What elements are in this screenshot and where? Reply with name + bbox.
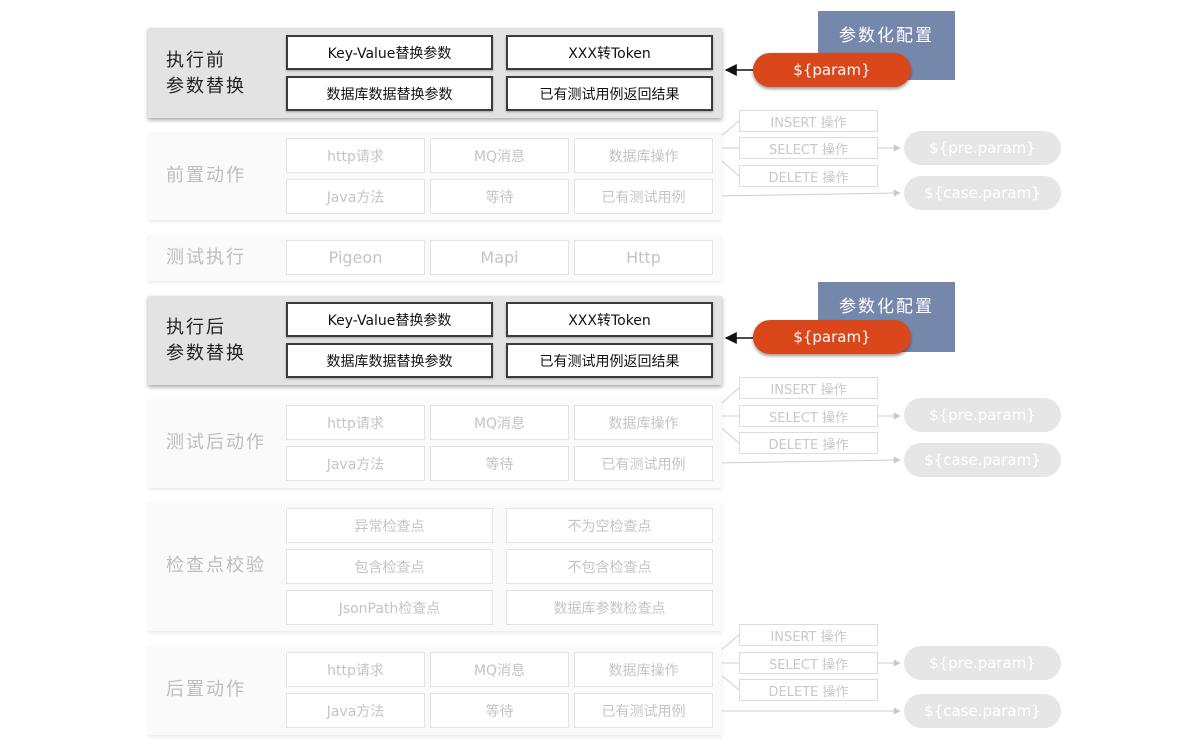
key-value-replace-cell[interactable]: Key-Value替换参数 [286,302,493,337]
wait-cell[interactable]: 等待 [430,446,569,481]
not-contains-checkpoint-cell[interactable]: 不包含检查点 [506,549,713,584]
section-pre-action: 前置动作 http请求 MQ消息 数据库操作 Java方法 等待 已有测试用例 [148,132,722,220]
delete-op-box[interactable]: DELETE 操作 [739,432,878,454]
mq-message-cell[interactable]: MQ消息 [430,652,569,687]
section-test-execution: 测试执行 Pigeon Mapi Http [148,234,722,281]
not-null-checkpoint-cell[interactable]: 不为空检查点 [506,508,713,543]
section-label: 前置动作 [166,165,246,186]
xxx-to-token-cell[interactable]: XXX转Token [506,35,713,70]
param-badge[interactable]: ${param} [753,320,911,354]
section-label: 执行后 参数替换 [166,317,246,364]
pre-param-pill: ${pre.param} [904,646,1061,680]
case-param-pill: ${case.param} [904,176,1061,210]
java-method-cell[interactable]: Java方法 [286,179,425,214]
section-label: 测试后动作 [166,432,266,453]
section-post-action: 后置动作 http请求 MQ消息 数据库操作 Java方法 等待 已有测试用例 [148,646,722,735]
pre-param-pill: ${pre.param} [904,398,1061,432]
insert-op-box[interactable]: INSERT 操作 [739,377,878,399]
wait-cell[interactable]: 等待 [430,179,569,214]
db-operation-cell[interactable]: 数据库操作 [574,405,713,440]
db-param-checkpoint-cell[interactable]: 数据库参数检查点 [506,590,713,625]
case-param-pill: ${case.param} [904,443,1061,477]
existing-case-cell[interactable]: 已有测试用例 [574,693,713,728]
param-badge[interactable]: ${param} [753,53,911,87]
jsonpath-checkpoint-cell[interactable]: JsonPath检查点 [286,590,493,625]
key-value-replace-cell[interactable]: Key-Value替换参数 [286,35,493,70]
http-cell[interactable]: Http [574,240,713,275]
section-label: 后置动作 [166,679,246,700]
section-pre-param-replace: 执行前 参数替换 Key-Value替换参数 XXX转Token 数据库数据替换… [148,28,722,118]
section-post-param-replace: 执行后 参数替换 Key-Value替换参数 XXX转Token 数据库数据替换… [148,296,722,385]
mq-message-cell[interactable]: MQ消息 [430,138,569,173]
param-config-title: 参数化配置 [839,297,934,317]
section-label: 执行前 参数替换 [166,50,246,97]
db-operation-cell[interactable]: 数据库操作 [574,652,713,687]
mq-message-cell[interactable]: MQ消息 [430,405,569,440]
http-request-cell[interactable]: http请求 [286,138,425,173]
contains-checkpoint-cell[interactable]: 包含检查点 [286,549,493,584]
section-checkpoint-validation: 检查点校验 异常检查点 不为空检查点 包含检查点 不包含检查点 JsonPath… [148,502,722,631]
section-label: 检查点校验 [166,555,266,576]
java-method-cell[interactable]: Java方法 [286,446,425,481]
http-request-cell[interactable]: http请求 [286,652,425,687]
section-post-test-action: 测试后动作 http请求 MQ消息 数据库操作 Java方法 等待 已有测试用例 [148,399,722,488]
insert-op-box[interactable]: INSERT 操作 [739,110,878,132]
exception-checkpoint-cell[interactable]: 异常检查点 [286,508,493,543]
select-op-box[interactable]: SELECT 操作 [739,652,878,674]
delete-op-box[interactable]: DELETE 操作 [739,679,878,701]
select-op-box[interactable]: SELECT 操作 [739,137,878,159]
db-data-replace-cell[interactable]: 数据库数据替换参数 [286,76,493,111]
existing-case-result-cell[interactable]: 已有测试用例返回结果 [506,343,713,378]
http-request-cell[interactable]: http请求 [286,405,425,440]
param-config-title: 参数化配置 [839,26,934,46]
db-data-replace-cell[interactable]: 数据库数据替换参数 [286,343,493,378]
java-method-cell[interactable]: Java方法 [286,693,425,728]
delete-op-box[interactable]: DELETE 操作 [739,165,878,187]
pre-param-pill: ${pre.param} [904,131,1061,165]
existing-case-result-cell[interactable]: 已有测试用例返回结果 [506,76,713,111]
wait-cell[interactable]: 等待 [430,693,569,728]
insert-op-box[interactable]: INSERT 操作 [739,624,878,646]
pigeon-cell[interactable]: Pigeon [286,240,425,275]
existing-case-cell[interactable]: 已有测试用例 [574,179,713,214]
case-param-pill: ${case.param} [904,694,1061,728]
section-label: 测试执行 [166,247,246,268]
select-op-box[interactable]: SELECT 操作 [739,405,878,427]
existing-case-cell[interactable]: 已有测试用例 [574,446,713,481]
xxx-to-token-cell[interactable]: XXX转Token [506,302,713,337]
mapi-cell[interactable]: Mapi [430,240,569,275]
db-operation-cell[interactable]: 数据库操作 [574,138,713,173]
